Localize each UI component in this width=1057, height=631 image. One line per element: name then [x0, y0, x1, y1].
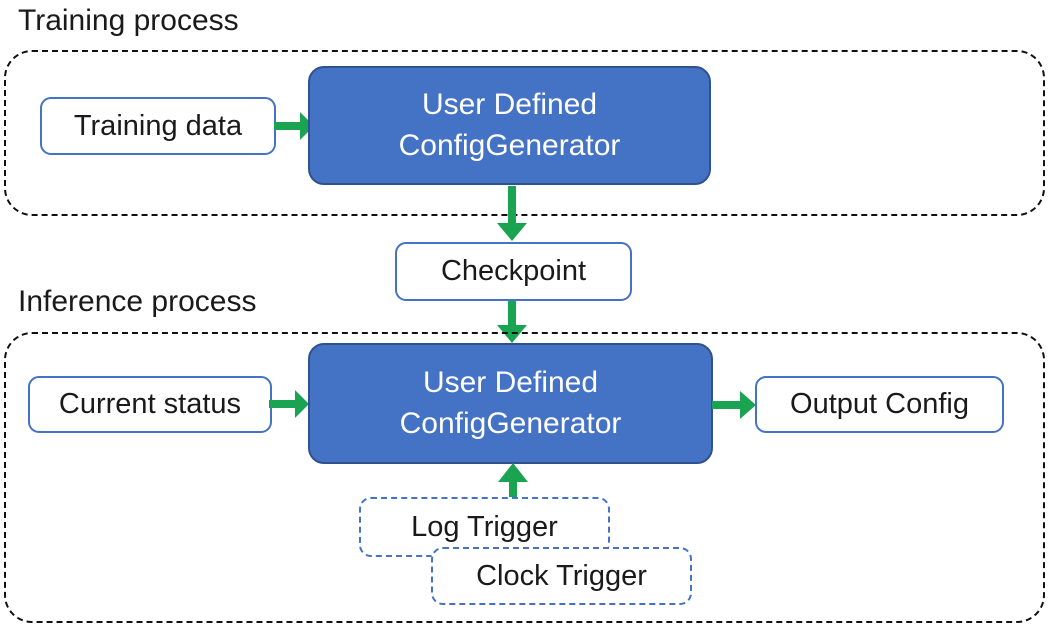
inference-generator-line1: User Defined	[422, 366, 599, 399]
arrow-training-data-to-generator-icon	[274, 112, 314, 140]
arrow-generator-to-output-config-icon	[712, 391, 756, 419]
output-config-box: Output Config	[755, 376, 1004, 433]
arrow-current-status-to-generator-icon	[269, 390, 309, 418]
training-process-label: Training process	[18, 4, 239, 37]
training-data-box: Training data	[40, 97, 276, 155]
arrow-checkpoint-to-generator-icon	[497, 301, 527, 343]
clock-trigger-box: Clock Trigger	[431, 547, 692, 605]
checkpoint-box: Checkpoint	[395, 242, 632, 301]
arrow-generator-to-checkpoint-icon	[497, 186, 527, 241]
training-process-container	[4, 50, 1045, 216]
current-status-box: Current status	[28, 376, 272, 433]
arrow-triggers-to-generator-icon	[498, 463, 528, 499]
training-generator-line2: ConfigGenerator	[398, 128, 621, 162]
inference-process-label: Inference process	[18, 285, 257, 318]
inference-generator-line2: ConfigGenerator	[399, 406, 622, 440]
inference-process-container	[4, 332, 1045, 623]
inference-generator-box: User Defined ConfigGenerator	[308, 343, 713, 464]
training-generator-line1: User Defined	[421, 88, 598, 121]
training-generator-box: User Defined ConfigGenerator	[308, 66, 711, 185]
